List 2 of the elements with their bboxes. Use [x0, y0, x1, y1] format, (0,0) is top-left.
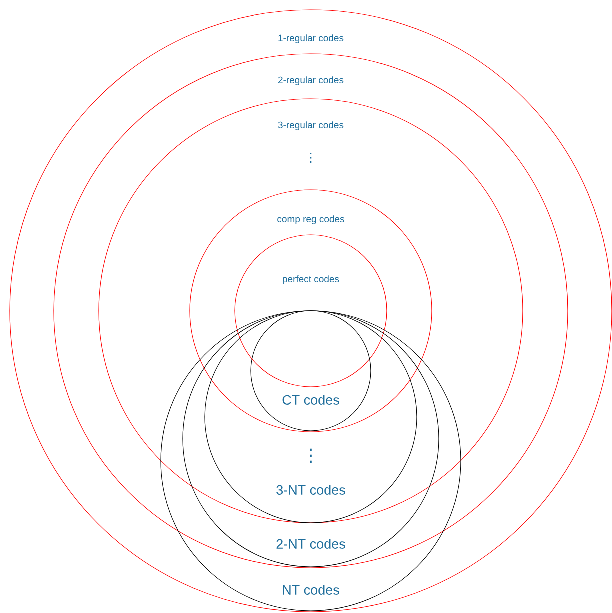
- vertical-ellipsis: ⋮: [310, 153, 312, 163]
- vertical-ellipsis: ⋮: [310, 448, 312, 464]
